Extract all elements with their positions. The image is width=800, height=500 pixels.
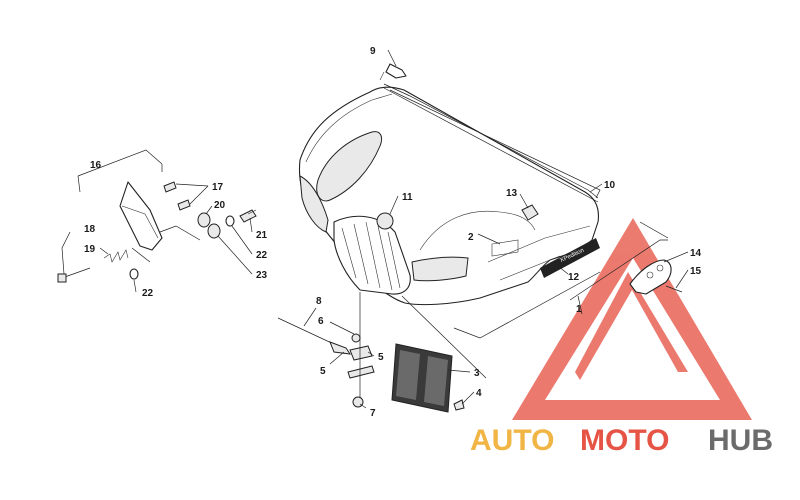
hood-emblem xyxy=(376,212,394,230)
callout-5b: 5 xyxy=(378,352,384,363)
callout-1: 1 xyxy=(576,304,582,315)
callout-12: 12 xyxy=(568,272,580,283)
callout-10: 10 xyxy=(604,180,616,191)
callout-9: 9 xyxy=(370,46,376,57)
watermark-word-auto: AUTO xyxy=(470,424,554,457)
callout-21: 21 xyxy=(256,230,268,241)
callout-5a: 5 xyxy=(320,366,326,377)
watermark-word-hub: HUB xyxy=(708,424,773,457)
watermark-text: AUTO MOTO HUB xyxy=(470,424,773,457)
callout-18: 18 xyxy=(84,224,96,235)
clip-4 xyxy=(453,399,465,411)
watermark-logo xyxy=(512,218,752,420)
callout-22a: 22 xyxy=(256,250,268,261)
callout-2: 2 xyxy=(468,232,474,243)
callout-17: 17 xyxy=(212,182,224,193)
headlight-bezel-assembly xyxy=(57,181,257,283)
callout-8: 8 xyxy=(316,296,322,307)
callout-16: 16 xyxy=(90,160,102,171)
callout-4: 4 xyxy=(476,388,482,399)
watermark-word-moto: MOTO xyxy=(580,424,669,457)
headlight-left xyxy=(299,175,329,233)
latch-assembly xyxy=(277,317,375,408)
callout-22b: 22 xyxy=(142,288,154,299)
mesh-screen xyxy=(391,343,453,413)
callout-6: 6 xyxy=(318,316,324,327)
hood-scoop xyxy=(316,131,383,202)
callout-15: 15 xyxy=(690,266,702,277)
callout-11: 11 xyxy=(402,192,413,203)
callout-20: 20 xyxy=(214,200,226,211)
grille xyxy=(333,215,411,295)
callout-14: 14 xyxy=(690,248,702,259)
callout-numbers: 1 2 3 4 5 5 6 7 8 9 10 11 12 13 14 15 16… xyxy=(84,46,702,419)
clip-13 xyxy=(521,204,539,221)
leader-lines xyxy=(61,49,689,409)
callout-7: 7 xyxy=(370,408,376,419)
callout-13: 13 xyxy=(506,188,518,199)
callout-3: 3 xyxy=(474,368,480,379)
callout-19: 19 xyxy=(84,244,96,255)
trim-strip xyxy=(389,89,601,199)
part-9-clip xyxy=(379,63,407,81)
bracket-assembly xyxy=(629,259,683,295)
callout-23: 23 xyxy=(256,270,268,281)
headlight-right xyxy=(411,256,469,282)
